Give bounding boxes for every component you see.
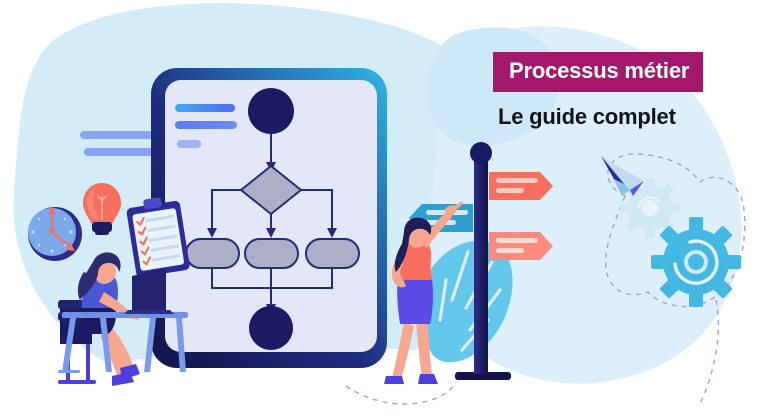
- clipboard-lines: [145, 214, 181, 262]
- subtitle-text: Le guide complet: [498, 104, 676, 129]
- screen-text-line-1: [175, 104, 235, 112]
- screen-text-line-3: [177, 140, 201, 148]
- lightbulb-icon: [83, 183, 121, 235]
- clipboard-checkmarks: [136, 216, 152, 266]
- flowchart-task-node-2: [244, 238, 299, 269]
- flowchart-task-node-3: [305, 238, 360, 269]
- sign-arrow-right-bottom: [489, 232, 553, 260]
- person-seated-at-laptop: [58, 252, 188, 386]
- title-block: Processus métier Le guide complet: [493, 52, 745, 130]
- clipboard-icon: [126, 197, 190, 278]
- dashed-path-tail: [699, 299, 719, 405]
- gear-large-icon: [651, 217, 741, 307]
- banner-title-text: Processus métier: [509, 58, 690, 83]
- flowchart-decision-node: [239, 164, 303, 216]
- paper-plane-icon: [601, 156, 644, 196]
- clock-icon: [28, 206, 82, 261]
- flowchart-start-node: [248, 88, 294, 134]
- person-pointing-at-signpost: [384, 201, 463, 384]
- footpath-dashed: [345, 381, 457, 405]
- screen-text-line-2: [175, 121, 237, 129]
- direction-signpost: [409, 142, 553, 380]
- sign-arrow-right-top: [489, 172, 553, 200]
- flowchart-end-node: [249, 306, 293, 350]
- title-banner: Processus métier: [493, 52, 704, 92]
